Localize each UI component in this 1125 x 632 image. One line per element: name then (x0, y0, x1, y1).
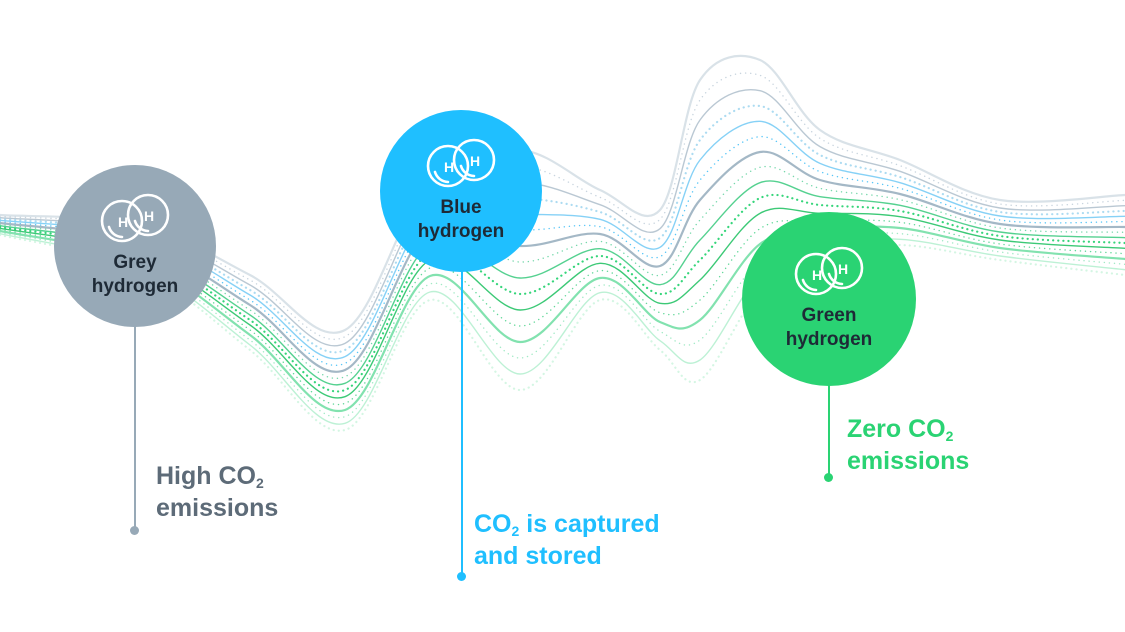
caption-text: Zero CO (847, 415, 946, 443)
grey-hydrogen-caption: High CO2 emissions (156, 460, 278, 524)
caption-subscript: 2 (511, 523, 520, 539)
atom-label: H (470, 153, 480, 169)
green-connector-dot (824, 473, 833, 482)
grey-connector-line (134, 320, 136, 530)
grey-hydrogen-label: Grey hydrogen (92, 251, 179, 299)
atom-label: H (838, 261, 848, 277)
blue-connector-dot (457, 572, 466, 581)
wave-line (0, 225, 1125, 413)
atom-label: H (118, 214, 128, 230)
grey-connector-dot (130, 526, 139, 535)
green-hydrogen-node: H H Green hydrogen (742, 212, 916, 386)
caption-text: emissions (156, 494, 279, 522)
blue-connector-line (461, 268, 463, 576)
blue-hydrogen-caption: CO2 is captured and stored (474, 508, 660, 572)
wave-line (0, 231, 1125, 419)
blue-hydrogen-node: H H Blue hydrogen (380, 110, 542, 272)
label-line: hydrogen (91, 276, 179, 297)
wave-line (0, 232, 1125, 425)
wave-line (0, 219, 1125, 406)
green-hydrogen-label: Green hydrogen (786, 304, 873, 352)
atom-label: H (812, 267, 822, 283)
grey-hydrogen-node: H H Grey hydrogen (54, 165, 216, 327)
caption-text: is captured (519, 510, 660, 538)
atom-label: H (144, 208, 154, 224)
wave-line (0, 150, 1125, 373)
caption-text: and stored (474, 542, 602, 570)
hydrogen-molecule-icon: H H (100, 193, 170, 243)
wave-line (0, 135, 1125, 366)
wave-line (0, 89, 1125, 347)
hydrogen-molecule-icon: H H (426, 138, 496, 188)
wave-line (0, 233, 1125, 432)
wave-line (0, 72, 1125, 340)
caption-text: emissions (847, 447, 970, 475)
label-line: hydrogen (417, 221, 505, 242)
green-hydrogen-caption: Zero CO2 emissions (847, 413, 969, 477)
wave-line (0, 104, 1125, 354)
wave-line (0, 120, 1125, 360)
label-line: Blue (440, 197, 482, 218)
hydrogen-molecule-icon: H H (794, 246, 864, 296)
caption-subscript: 2 (945, 428, 954, 444)
wave-line (0, 180, 1125, 386)
green-connector-line (828, 380, 830, 478)
caption-text: High CO (156, 462, 256, 490)
caption-text: CO (474, 510, 512, 538)
blue-hydrogen-label: Blue hydrogen (418, 196, 505, 244)
wave-line (0, 54, 1125, 334)
caption-subscript: 2 (256, 475, 264, 491)
label-line: Grey (113, 252, 157, 273)
label-line: hydrogen (785, 329, 873, 350)
label-line: Green (801, 305, 857, 326)
wave-line (0, 207, 1125, 399)
atom-label: H (444, 159, 454, 175)
